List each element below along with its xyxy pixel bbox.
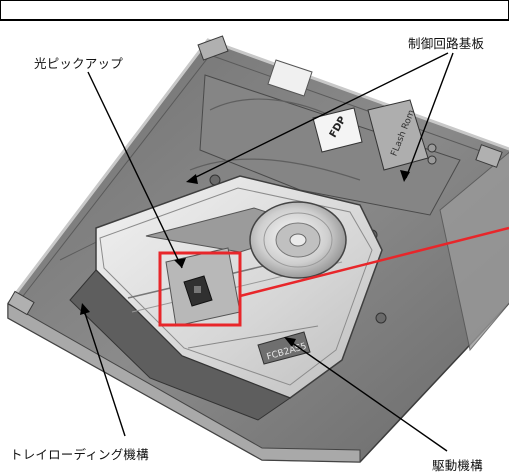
callout-arrows [80, 52, 454, 452]
optical-pickup-label: 光ピックアップ [34, 56, 123, 71]
control-board-label: 制御回路基板 [408, 36, 485, 51]
top-frame-border [0, 0, 509, 21]
fdp-chip: FDP [312, 107, 363, 153]
spindle-motor [249, 201, 347, 279]
flash-rom-chip: FLash Rom [367, 99, 429, 171]
tray-loading-label: トレイローディング機構 [10, 447, 149, 462]
pickup-callout-line [239, 226, 509, 298]
pickup-highlight-box [158, 251, 242, 327]
drive-mechanism-label: 駆動機構 [432, 458, 483, 473]
